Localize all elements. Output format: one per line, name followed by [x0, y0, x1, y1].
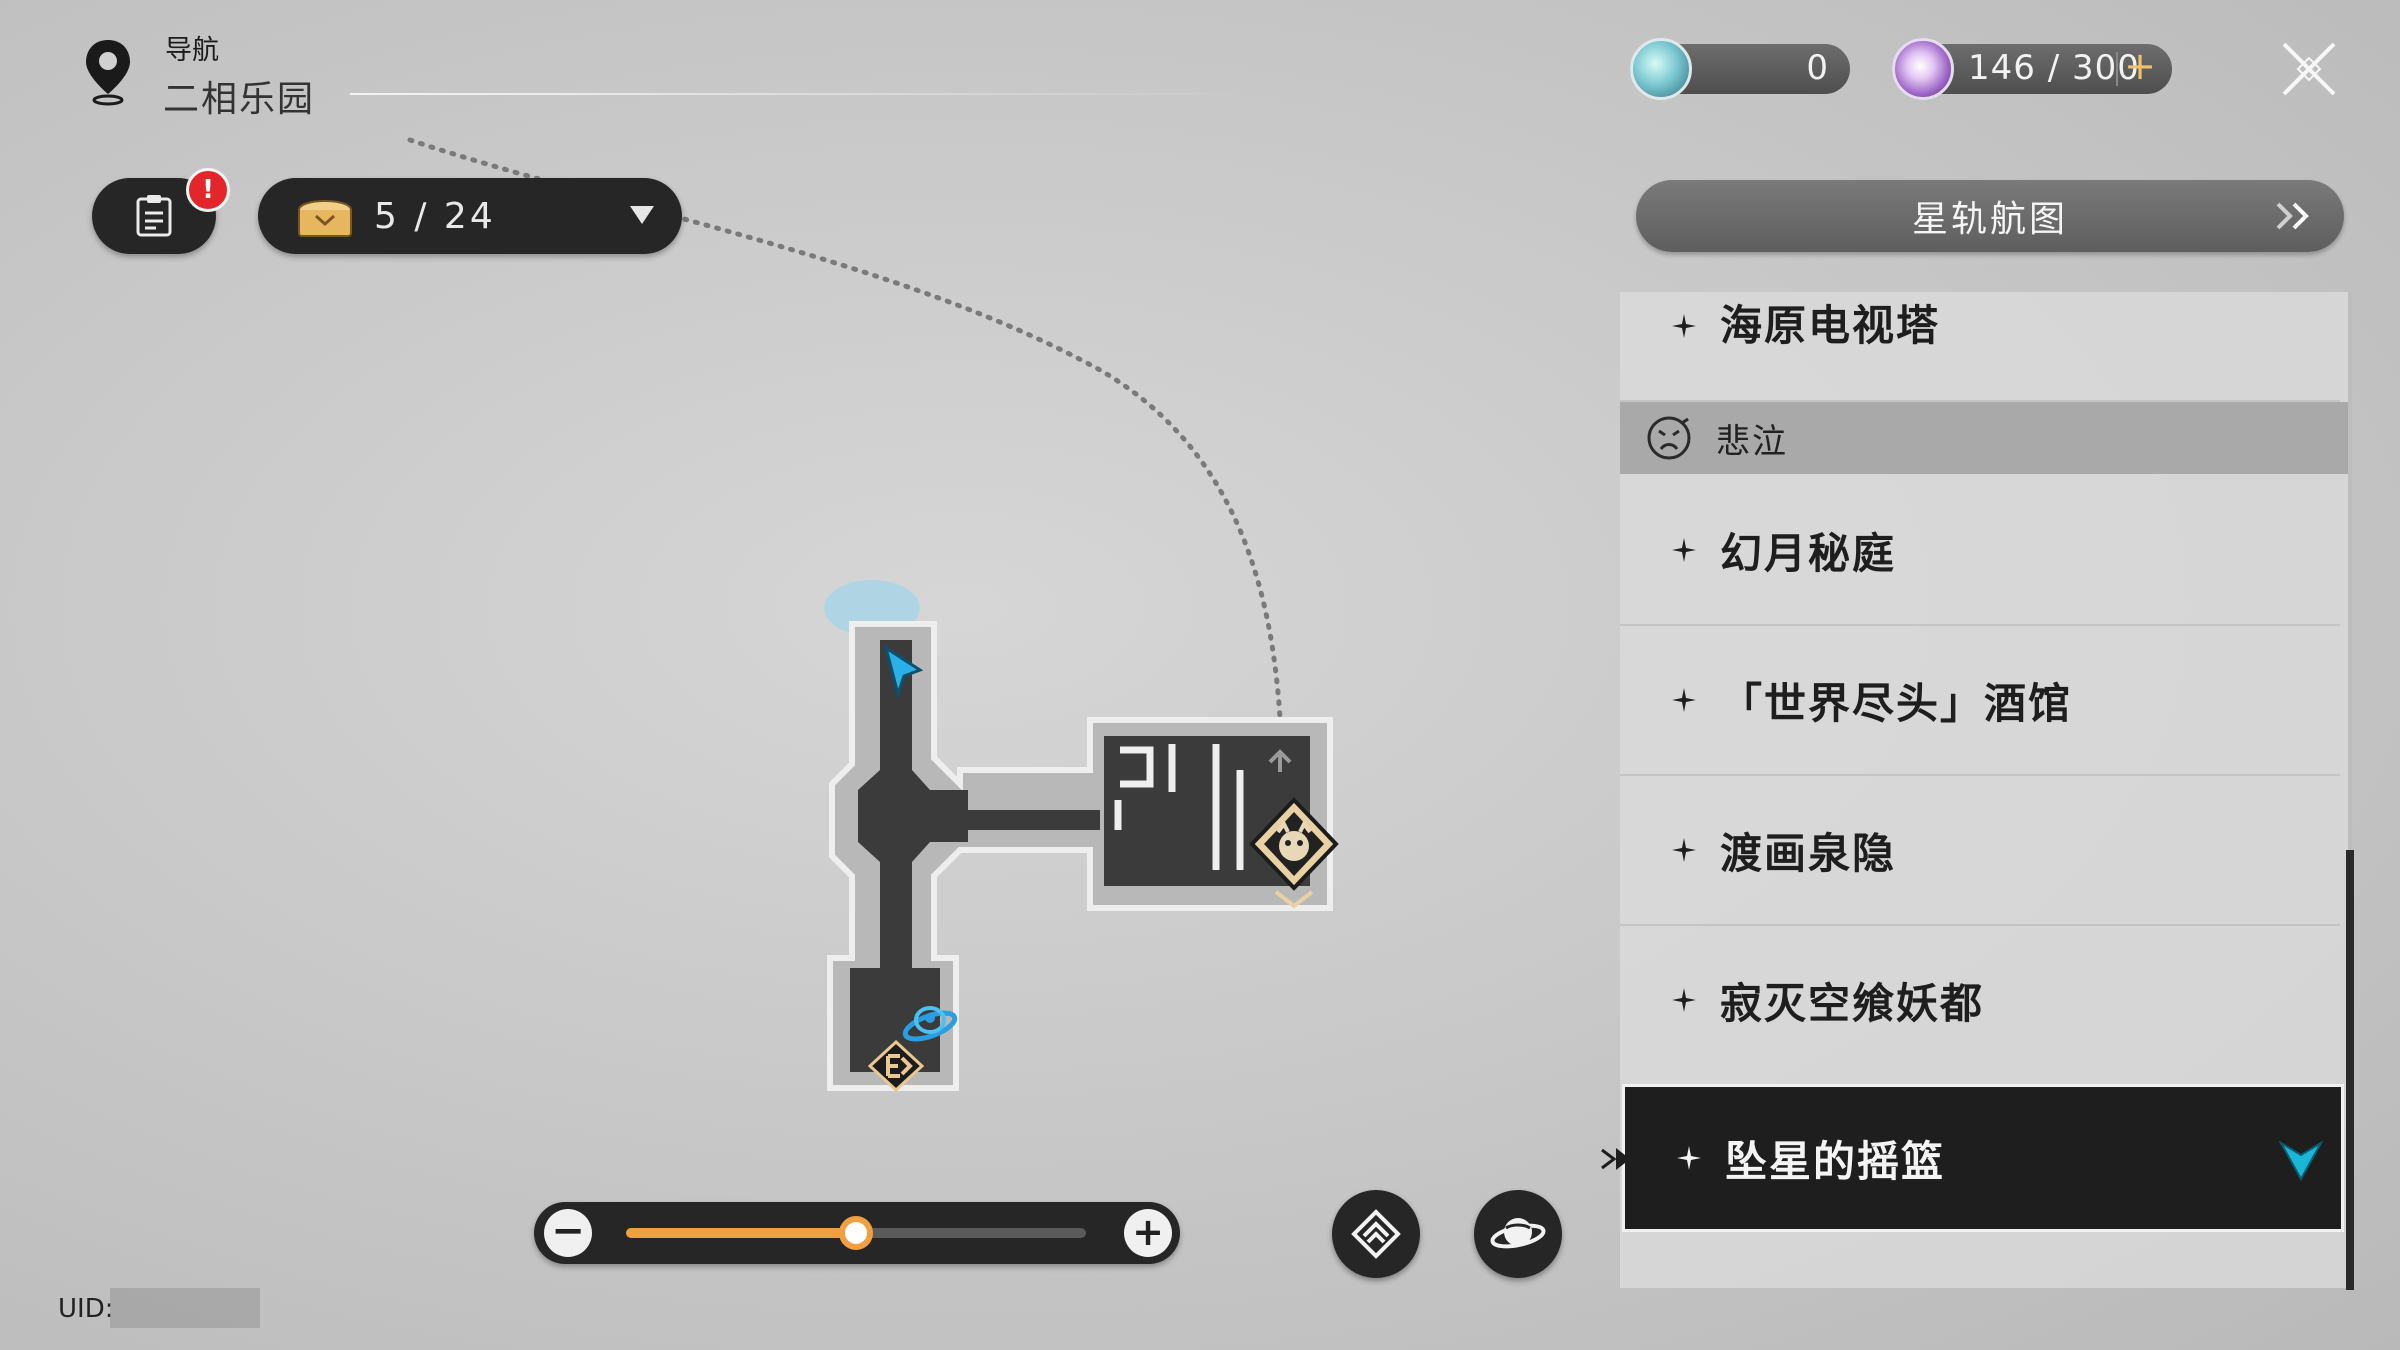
list-item-label: 幻月秘庭 — [1720, 528, 1897, 578]
list-item-selected[interactable]: 坠星的摇篮 — [1622, 1084, 2344, 1232]
selected-marker-icon — [2279, 1140, 2323, 1182]
star-rail-map-label: 星轨航图 — [1911, 199, 2068, 240]
world-switch-button[interactable] — [1474, 1190, 1562, 1278]
star-icon — [1672, 838, 1696, 862]
treasure-chest-icon — [298, 200, 352, 237]
list-item[interactable]: 幻月秘庭 — [1620, 476, 2340, 626]
location-pin-icon — [86, 40, 130, 106]
current-area-name: 二相乐园 — [163, 79, 316, 120]
home-diamond-icon — [1351, 1209, 1401, 1259]
list-item-label: 坠星的摇篮 — [1725, 1136, 1946, 1186]
uid-label: UID: — [58, 1294, 114, 1324]
boss-marker-icon — [1249, 797, 1339, 909]
zoom-out-button[interactable]: − — [544, 1209, 592, 1257]
power-value: 146 / 300 — [1968, 48, 2140, 88]
uid-value-redacted — [110, 1288, 260, 1328]
star-icon — [1672, 538, 1696, 562]
exit-marker-icon — [867, 1039, 925, 1093]
up-arrow-icon — [1268, 749, 1292, 772]
list-item[interactable]: 寂灭空飨妖都 — [1620, 926, 2340, 1074]
location-list[interactable]: 海原电视塔 悲泣 幻月秘庭 「世界尽头」酒馆 渡画泉隐 寂灭空飨妖都 坠星的摇篮 — [1620, 292, 2348, 1288]
trailblaze-fuel-icon — [1630, 38, 1692, 100]
teleport-button[interactable] — [1332, 1190, 1420, 1278]
planet-icon — [1490, 1218, 1546, 1249]
star-icon — [1672, 688, 1696, 712]
list-item[interactable]: 「世界尽头」酒馆 — [1620, 626, 2340, 776]
clipboard-icon — [136, 195, 172, 237]
nav-label: 导航 — [165, 35, 219, 66]
star-rail-map-button[interactable]: 星轨航图 — [1636, 180, 2344, 252]
map-room-walls — [1114, 744, 1244, 870]
chest-count: 5 / 24 — [374, 195, 496, 237]
star-icon — [1672, 988, 1696, 1012]
zoom-in-button[interactable]: + — [1124, 1209, 1172, 1257]
fuel-value: 0 — [1806, 48, 1828, 88]
section-label: 悲泣 — [1716, 421, 1788, 462]
sad-face-icon — [1647, 416, 1691, 460]
list-item-label: 寂灭空飨妖都 — [1720, 978, 1985, 1028]
dropdown-arrow-icon — [630, 206, 654, 224]
divider — [2116, 52, 2118, 86]
space-anchor-icon — [902, 1006, 958, 1042]
selection-pointer-icon — [1601, 1148, 1630, 1170]
star-icon — [1677, 1146, 1701, 1170]
player-arrow-icon — [883, 644, 924, 700]
double-chevron-right-icon — [2276, 202, 2309, 230]
trailblaze-power-icon — [1892, 38, 1954, 100]
list-item[interactable]: 渡画泉隐 — [1620, 776, 2340, 926]
zoom-fill — [626, 1228, 856, 1238]
list-item-label: 海原电视塔 — [1720, 301, 1941, 350]
nav-divider — [350, 93, 1250, 95]
add-power-button[interactable]: + — [2124, 44, 2156, 88]
list-item-label: 渡画泉隐 — [1720, 828, 1897, 878]
map-room-floor — [850, 640, 1310, 1072]
list-scrollbar-track[interactable] — [2348, 292, 2352, 1288]
treasure-chest-filter[interactable]: 5 / 24 — [258, 178, 682, 254]
list-scrollbar-thumb[interactable] — [2346, 850, 2354, 1290]
section-header: 悲泣 — [1620, 402, 2348, 474]
zoom-handle[interactable] — [839, 1216, 873, 1250]
notification-badge: ! — [186, 168, 230, 212]
star-icon — [1672, 314, 1696, 338]
close-icon[interactable] — [2278, 38, 2340, 100]
list-item[interactable]: 海原电视塔 — [1620, 292, 2340, 402]
list-item-label: 「世界尽头」酒馆 — [1720, 678, 2073, 728]
